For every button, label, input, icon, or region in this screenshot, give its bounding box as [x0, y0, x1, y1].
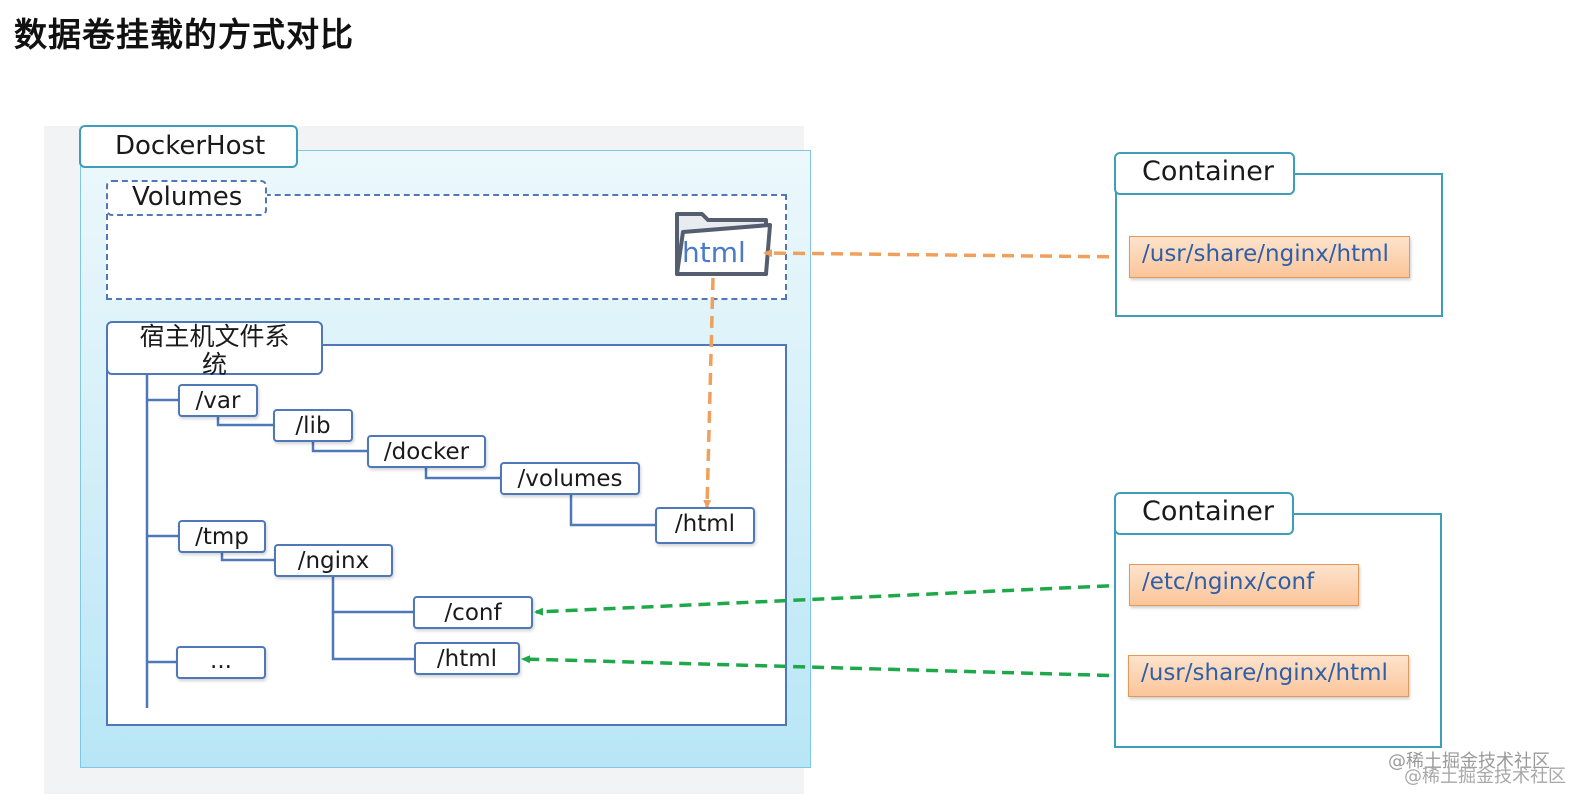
container1-label: Container: [1114, 152, 1295, 195]
volume-link-vertical: [703, 277, 715, 509]
page-title: 数据卷挂载的方式对比: [14, 15, 354, 54]
tree-link-tmp-nginx: [220, 551, 275, 562]
node-volumes: /volumes: [500, 462, 640, 495]
watermark: @稀土掘金技术社区: [1388, 751, 1550, 772]
watermark-shadow: @稀土掘金技术社区: [1404, 766, 1566, 787]
container2-box: [1114, 513, 1442, 748]
tree-link-nginx-html: [331, 612, 415, 661]
tree-link-volumes-html: [569, 494, 656, 527]
node-lib: /lib: [273, 409, 353, 442]
volume-folder-label: html: [682, 236, 746, 269]
tree-link-lib-docker: [311, 440, 368, 453]
host-filesystem-label-line2: 统: [201, 350, 227, 379]
container2-path-html: /usr/share/nginx/html: [1128, 655, 1409, 697]
volume-link-horizontal: [763, 249, 1129, 259]
container2-label: Container: [1114, 492, 1294, 535]
tree-link-docker-volumes: [424, 467, 501, 480]
container2-path-conf: /etc/nginx/conf: [1129, 564, 1359, 606]
bind-link-html: [521, 655, 1129, 678]
node-tmp-html: /html: [414, 642, 520, 675]
volumes-label: Volumes: [106, 180, 267, 216]
host-filesystem-label: 宿主机文件系 统: [106, 321, 323, 379]
node-nginx: /nginx: [274, 544, 393, 577]
node-var: /var: [178, 384, 258, 417]
node-more: ...: [176, 646, 266, 679]
node-tmp: /tmp: [178, 520, 266, 553]
tree-link-nginx-conf: [331, 577, 414, 614]
container1-path-html: /usr/share/nginx/html: [1129, 236, 1410, 278]
node-volume-html: /html: [655, 507, 755, 544]
folder-icon: [675, 212, 772, 276]
bind-link-conf: [534, 583, 1129, 616]
host-filesystem-label-line1: 宿主机文件系: [139, 322, 290, 351]
dockerhost-label: DockerHost: [79, 125, 298, 168]
tree-link-var-lib: [216, 415, 274, 427]
node-docker: /docker: [367, 435, 486, 468]
node-conf: /conf: [413, 596, 533, 629]
